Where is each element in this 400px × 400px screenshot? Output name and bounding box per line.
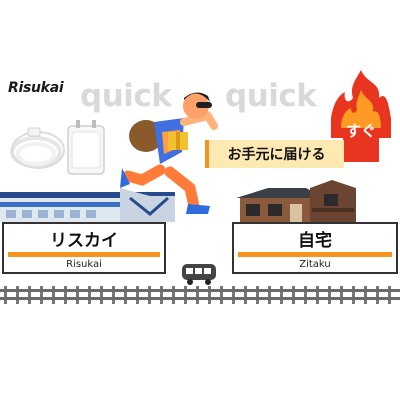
rail-tie bbox=[196, 286, 199, 304]
rail-tie bbox=[148, 286, 151, 304]
rail-tie bbox=[64, 286, 67, 304]
railway-track-icon bbox=[0, 286, 400, 304]
tagline: お手元に届ける bbox=[205, 140, 344, 168]
brand-logo: Risukai bbox=[8, 80, 64, 96]
rail-tie bbox=[52, 286, 55, 304]
rail-tie bbox=[268, 286, 271, 304]
rail-tie bbox=[160, 286, 163, 304]
rail-tie bbox=[280, 286, 283, 304]
watermark-quick-right: quick bbox=[225, 78, 317, 114]
rail-tie bbox=[220, 286, 223, 304]
station-sign-destination: 自宅 Zitaku bbox=[232, 222, 398, 274]
rail-tie bbox=[136, 286, 139, 304]
badge-sugu: すぐ bbox=[345, 122, 376, 140]
rail-tie bbox=[112, 286, 115, 304]
rail-tie bbox=[352, 286, 355, 304]
station-sign-destination-stripe bbox=[238, 252, 392, 257]
rail-tie bbox=[100, 286, 103, 304]
running-courier-icon bbox=[120, 92, 218, 214]
rail-tie bbox=[76, 286, 79, 304]
rail-tie bbox=[244, 286, 247, 304]
rail-tie bbox=[16, 286, 19, 304]
station-sign-destination-name: 自宅 bbox=[298, 230, 332, 251]
watermark-quick-left: quick bbox=[80, 78, 172, 114]
rail-tie bbox=[292, 286, 295, 304]
station-building-icon bbox=[0, 188, 175, 222]
rail-tie bbox=[208, 286, 211, 304]
rail-tie bbox=[232, 286, 235, 304]
rail-tie bbox=[256, 286, 259, 304]
station-sign-origin-romaji: Risukai bbox=[66, 259, 102, 270]
house-icon bbox=[236, 180, 356, 222]
rail-tie bbox=[316, 286, 319, 304]
rail-tie bbox=[40, 286, 43, 304]
rail-tie bbox=[28, 286, 31, 304]
station-sign-destination-romaji: Zitaku bbox=[299, 259, 331, 270]
station-sign-origin-name: リスカイ bbox=[50, 230, 118, 251]
rail-tie bbox=[364, 286, 367, 304]
rail-tie bbox=[172, 286, 175, 304]
flame-icon bbox=[331, 70, 391, 162]
rail-tie bbox=[304, 286, 307, 304]
rail-tie bbox=[184, 286, 187, 304]
usb-charger-icon bbox=[10, 120, 105, 175]
rail-tie bbox=[376, 286, 379, 304]
train-icon bbox=[182, 264, 216, 285]
rail-tie bbox=[4, 286, 7, 304]
rail-tie bbox=[388, 286, 391, 304]
station-sign-origin: リスカイ Risukai bbox=[2, 222, 166, 274]
rail-tie bbox=[328, 286, 331, 304]
station-sign-origin-stripe bbox=[8, 252, 160, 257]
rail-tie bbox=[88, 286, 91, 304]
rail-tie bbox=[340, 286, 343, 304]
rail-tie bbox=[124, 286, 127, 304]
